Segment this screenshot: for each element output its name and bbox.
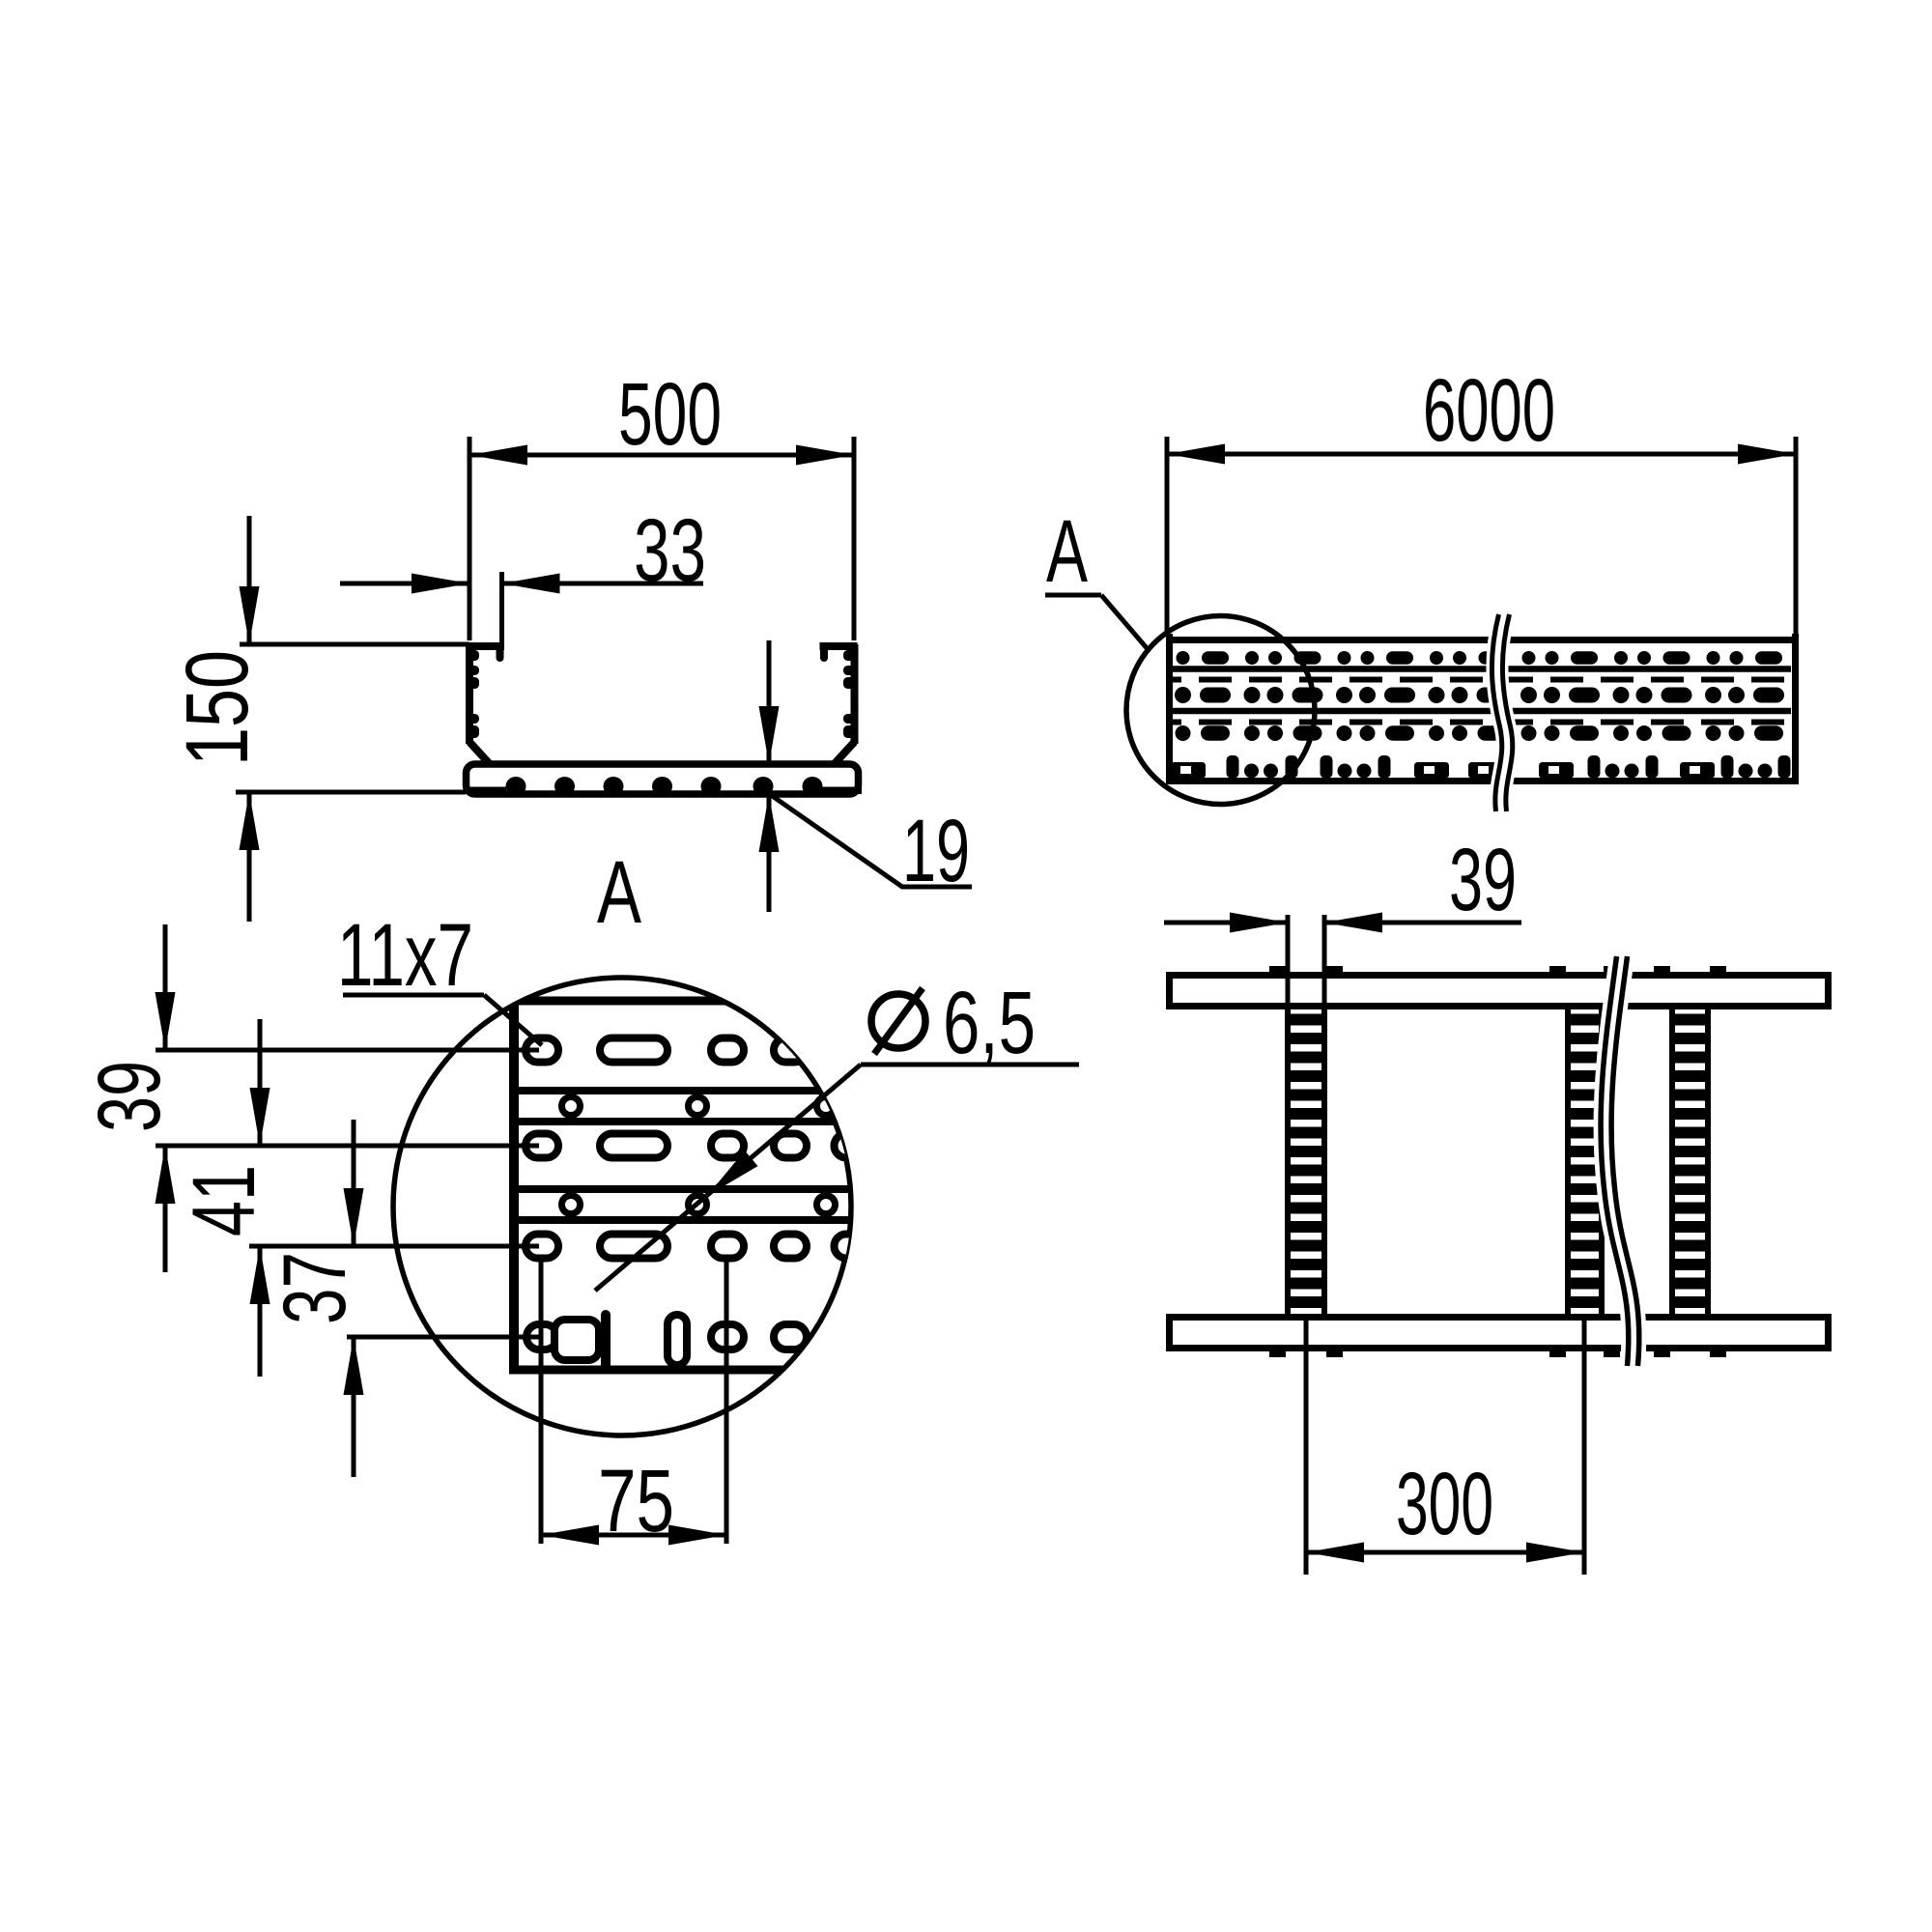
svg-text:6000: 6000 xyxy=(1423,361,1555,460)
svg-text:41: 41 xyxy=(175,1165,273,1236)
svg-text:33: 33 xyxy=(634,501,706,600)
svg-text:19: 19 xyxy=(902,802,970,900)
svg-text:A: A xyxy=(597,843,641,942)
svg-text:6,5: 6,5 xyxy=(943,974,1036,1072)
svg-text:75: 75 xyxy=(598,1452,674,1550)
svg-text:150: 150 xyxy=(168,650,267,766)
svg-text:39: 39 xyxy=(80,1061,179,1132)
svg-text:A: A xyxy=(1046,502,1088,601)
svg-text:39: 39 xyxy=(1449,831,1517,929)
svg-text:300: 300 xyxy=(1396,1455,1493,1553)
svg-text:11x7: 11x7 xyxy=(337,906,473,1005)
svg-text:500: 500 xyxy=(618,365,722,464)
svg-text:37: 37 xyxy=(266,1252,364,1324)
